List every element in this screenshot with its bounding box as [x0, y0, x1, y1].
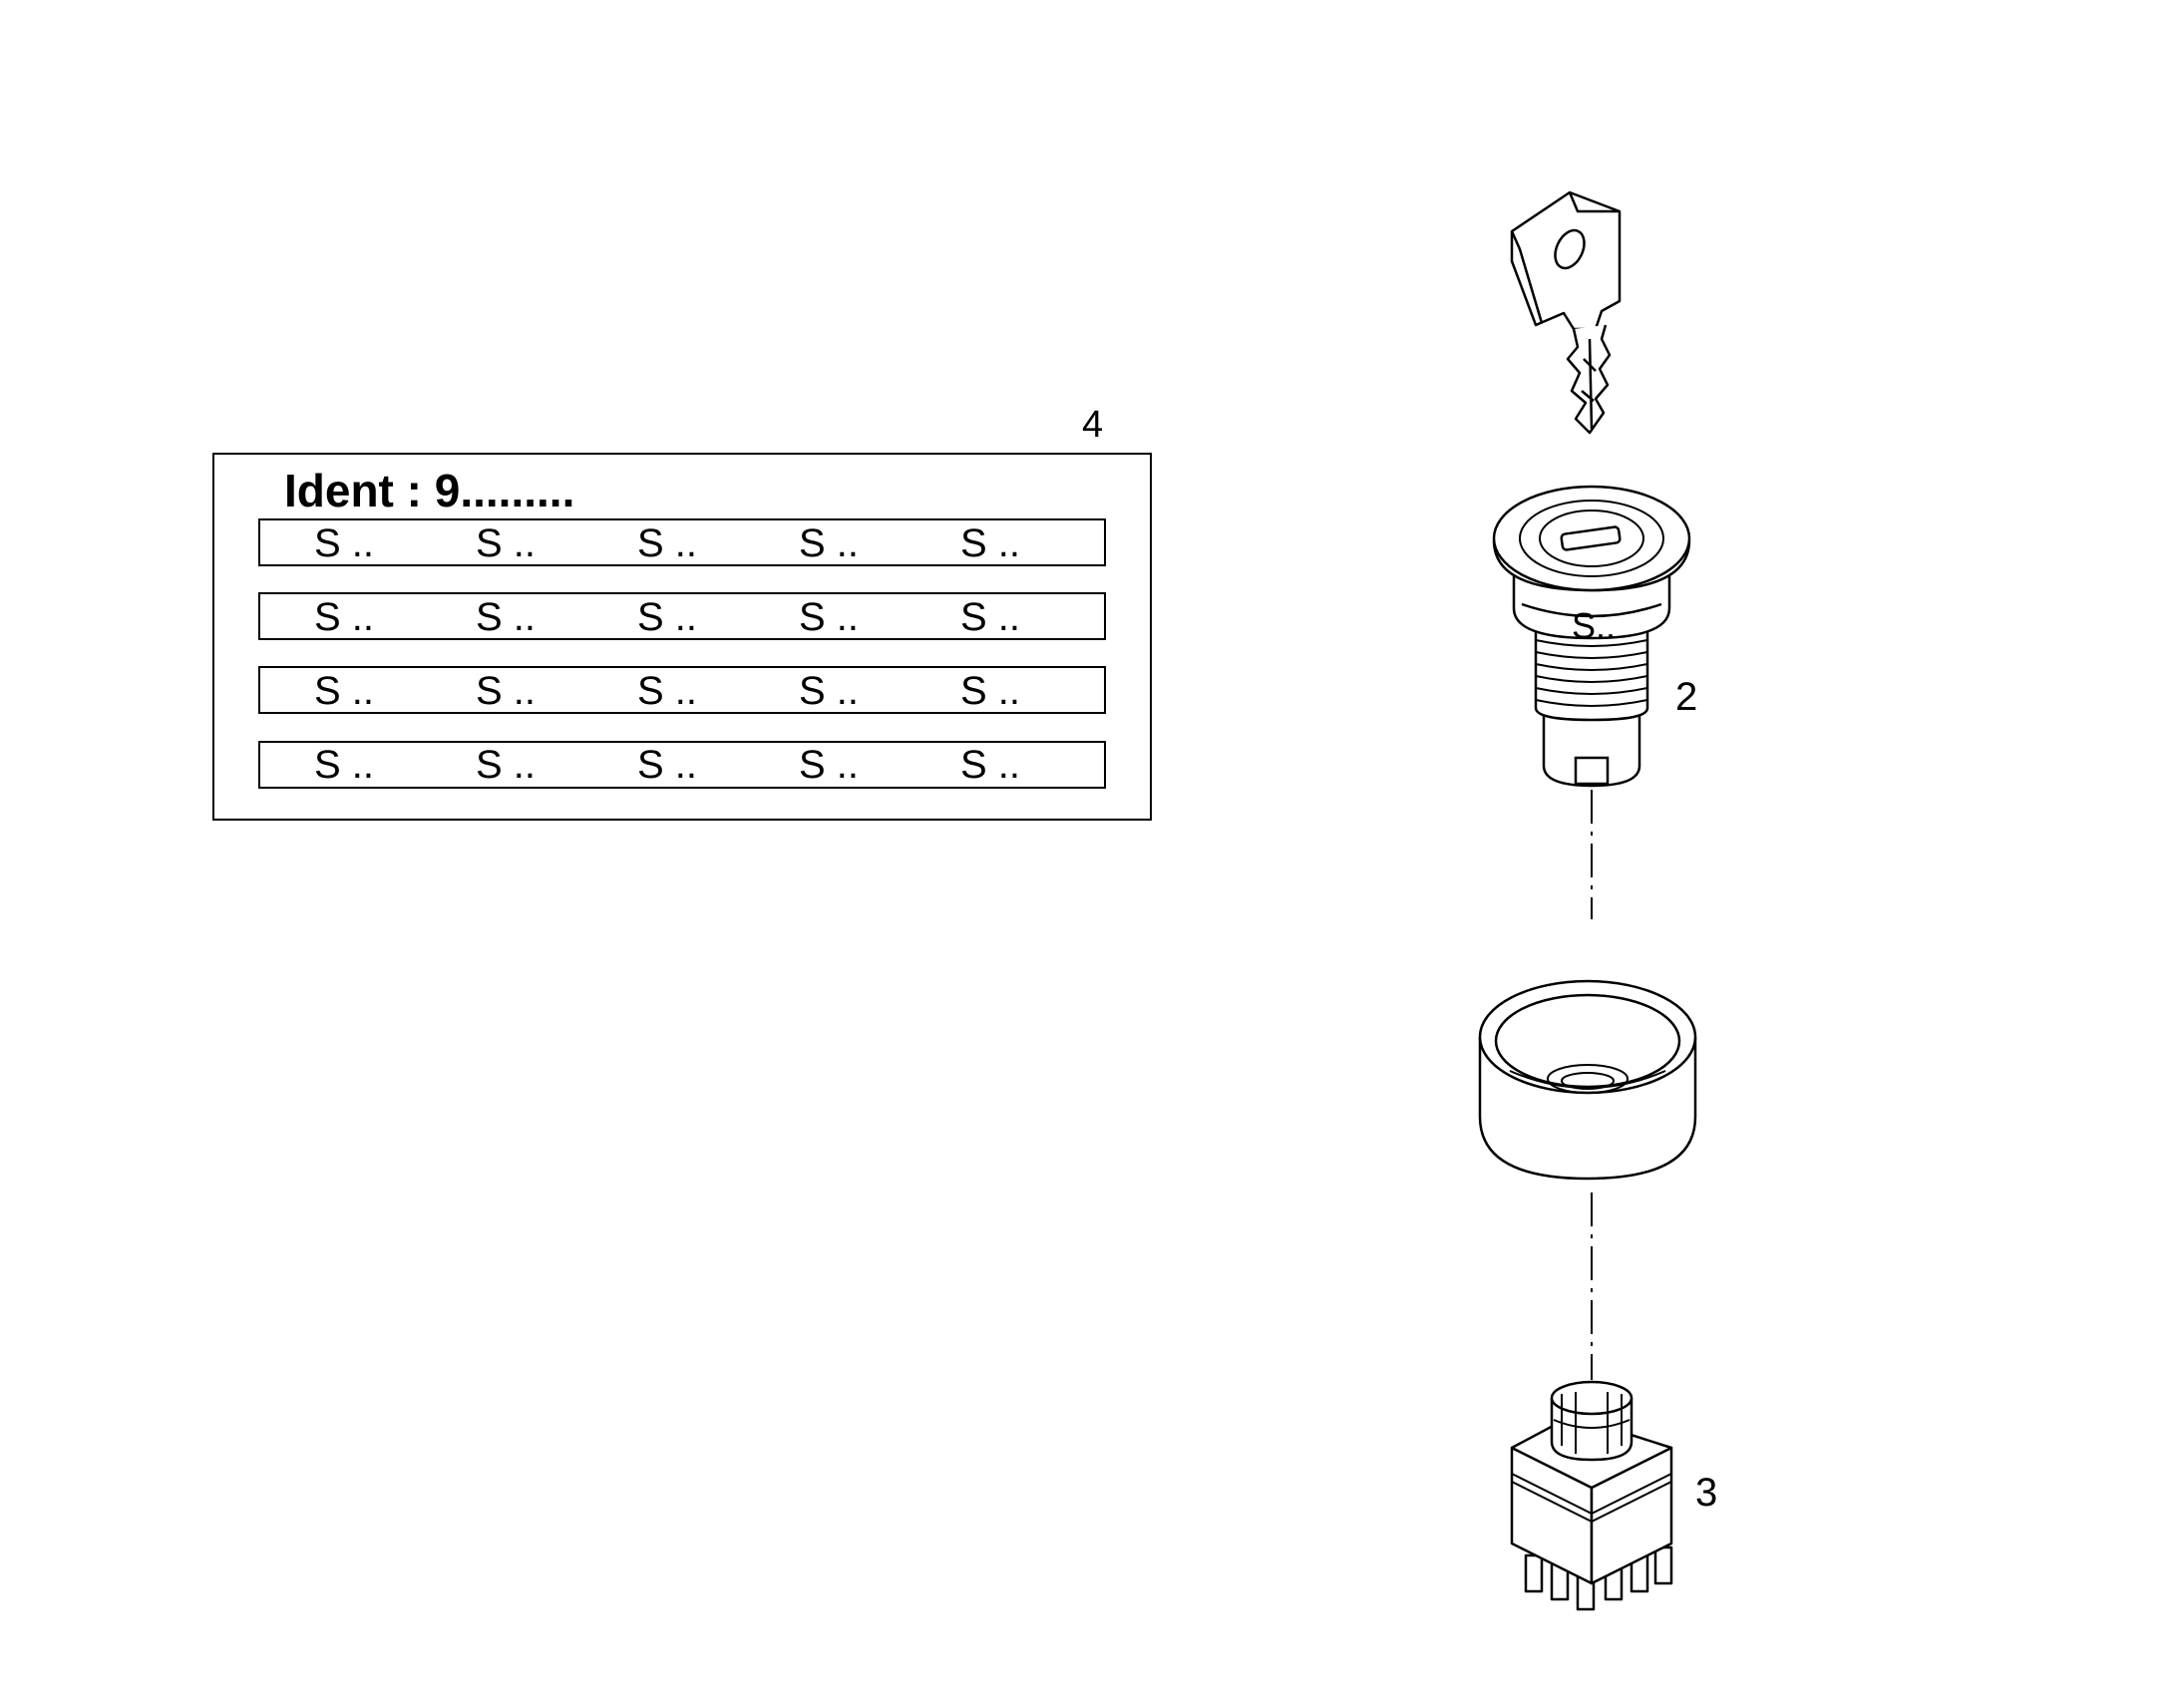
label-cell: S .. — [314, 595, 374, 639]
bezel-ring — [1478, 979, 1697, 1181]
switch-shaft-ribs — [1553, 1392, 1631, 1454]
label-card-callout: 4 — [1082, 404, 1103, 446]
label-cell: S .. — [799, 743, 859, 787]
label-row-frame — [258, 741, 1106, 789]
label-cell: S .. — [960, 521, 1020, 565]
label-row-frame — [258, 592, 1106, 640]
label-cell: S .. — [637, 595, 697, 639]
label-card-frame — [212, 453, 1152, 821]
thread-lines — [1535, 639, 1648, 707]
label-cell: S .. — [476, 669, 536, 713]
switch-pins — [1524, 1545, 1673, 1611]
lock-cylinder-slot — [1574, 756, 1610, 786]
lock-cylinder-marking: S.. — [1572, 605, 1616, 646]
label-cell: S .. — [960, 595, 1020, 639]
keyway-icon — [1560, 525, 1622, 551]
label-cell: S .. — [476, 743, 536, 787]
switch-shaft-top — [1550, 1380, 1634, 1416]
bezel-ring-floor — [1509, 1070, 1666, 1089]
switch-block-callout: 3 — [1695, 1471, 1717, 1515]
bezel-ring-hole-inner — [1561, 1072, 1615, 1090]
label-cell: S .. — [799, 669, 859, 713]
lock-cylinder-collar — [1512, 576, 1671, 640]
lock-cylinder-thread — [1534, 628, 1649, 722]
key-icon — [1510, 190, 1622, 435]
switch-block-band — [1511, 1473, 1672, 1523]
label-cell: S .. — [476, 521, 536, 565]
label-card: 4 Ident : 9......... S .. S .. S .. S ..… — [212, 404, 1152, 821]
lock-cylinder-face-inner — [1539, 510, 1644, 567]
collar-band — [1521, 602, 1662, 618]
lock-cylinder-callout: 2 — [1675, 675, 1697, 719]
lock-cylinder-face — [1519, 500, 1664, 577]
label-row-3: S .. S .. S .. S .. S .. — [258, 666, 1106, 714]
label-row-2: S .. S .. S .. S .. S .. — [258, 592, 1106, 640]
label-row-frame — [258, 666, 1106, 714]
key-hole — [1554, 228, 1586, 270]
label-cell: S .. — [799, 595, 859, 639]
label-cell: S .. — [960, 669, 1020, 713]
bezel-ring-hole — [1547, 1064, 1629, 1094]
lock-cylinder: S.. 2 — [1492, 485, 1697, 788]
label-card-title: Ident : 9......... — [284, 465, 574, 516]
key-blade — [1566, 324, 1612, 435]
label-cell: S .. — [637, 521, 697, 565]
label-cell: S .. — [314, 521, 374, 565]
label-row-1: S .. S .. S .. S .. S .. — [258, 518, 1106, 566]
label-cell: S .. — [799, 521, 859, 565]
label-cell: S .. — [314, 743, 374, 787]
label-cell: S .. — [637, 743, 697, 787]
key-bow-side — [1510, 191, 1620, 324]
label-cell: S .. — [637, 669, 697, 713]
key-blade-groove — [1581, 338, 1597, 430]
label-cell: S .. — [960, 743, 1020, 787]
label-cell: S .. — [314, 669, 374, 713]
switch-block: 3 — [1510, 1380, 1717, 1611]
label-row-frame — [258, 518, 1106, 566]
label-cell: S .. — [476, 595, 536, 639]
label-row-4: S .. S .. S .. S .. S .. — [258, 741, 1106, 789]
